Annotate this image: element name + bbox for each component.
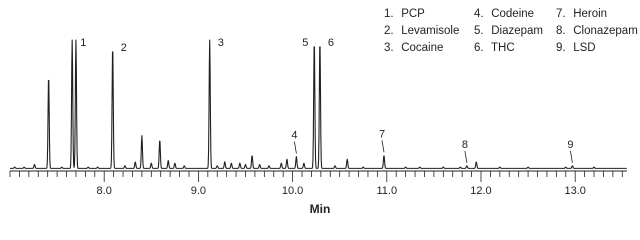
legend-label: PCP [401,8,425,20]
peak-label-1: 1 [80,37,86,49]
legend-item-5: 5. Diazepam [474,24,543,38]
legend-item-1: 1. PCP [384,7,425,21]
legend-item-4: 4. Codeine [474,7,534,21]
x-tick-label: 11.0 [376,185,397,197]
x-tick-label: 12.0 [470,185,491,197]
peak-label-7: 7 [379,128,385,140]
peak-label-4: 4 [291,130,297,142]
peak-label-6: 6 [328,37,334,49]
legend-item-7: 7. Heroin [556,7,607,21]
peak-label-3: 3 [218,37,224,49]
legend-number: 1. [384,8,394,20]
legend-item-6: 6. THC [474,41,515,55]
peak-leader-line [464,150,468,163]
peak-label-2: 2 [121,42,127,54]
legend-number: 9. [556,42,566,54]
legend-item-2: 2. Levamisole [384,24,459,38]
legend-number: 8. [556,25,566,37]
legend-number: 4. [474,8,484,20]
legend-item-8: 8. Clonazepam [556,24,638,38]
legend-number: 5. [474,25,484,37]
legend-label: Diazepam [491,25,543,37]
legend-number: 7. [556,8,566,20]
legend-item-3: 3. Cocaine [384,41,443,55]
legend-number: 3. [384,42,394,54]
peak-leader-line [381,140,385,153]
peak-label-9: 9 [567,139,573,151]
legend-label: THC [491,42,515,54]
legend-label: Codeine [491,8,535,20]
legend-label: Cocaine [401,42,444,54]
peak-labels: 1 2 3 4 5 6 7 8 9 [80,37,573,163]
x-tick-label: 9.0 [191,185,206,197]
legend-label: Clonazepam [573,25,638,37]
x-tick-label: 13.0 [564,185,585,197]
x-axis-label: Min [309,202,331,216]
peak-leader-line [570,150,573,163]
legend-item-9: 9. LSD [556,41,596,55]
legend-number: 6. [474,42,484,54]
legend-label: LSD [573,42,596,54]
chromatogram-trace [9,39,627,169]
legend-label: Heroin [573,8,608,20]
peak-label-5: 5 [302,37,308,49]
x-axis-ticks: 8.0 9.0 10.0 11.0 12.0 13.0 [9,171,623,197]
x-tick-label: 8.0 [97,185,112,197]
peak-label-8: 8 [462,139,468,151]
legend-label: Levamisole [401,25,460,37]
legend: 1. PCP 2. Levamisole 3. Cocaine 4. Codei… [384,7,638,67]
chromatogram-chart: 1 2 3 4 5 6 7 8 9 8.0 9.0 10.0 11.0 12.0 13.0 [9,37,627,197]
x-tick-label: 10.0 [282,185,303,197]
peak-leader-line [294,141,297,154]
legend-number: 2. [384,25,394,37]
